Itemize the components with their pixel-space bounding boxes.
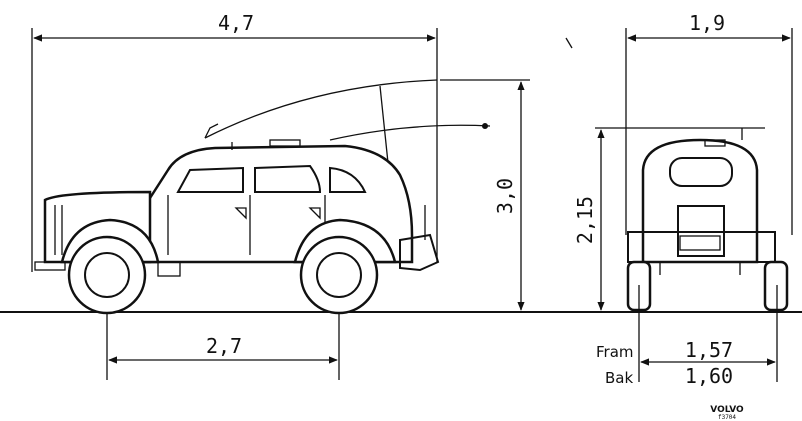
height-front-label: 2,15 [573, 196, 597, 244]
logo-brand: VOLVO [710, 405, 744, 415]
car-front-body [627, 128, 776, 275]
volvo-logo: VOLVO f3704 [710, 405, 744, 421]
front-wheel [67, 235, 147, 315]
track-front-label: 1,57 [685, 338, 733, 362]
rear-wheel [299, 235, 379, 315]
track-rear-caption: Bak [605, 369, 633, 387]
logo-code: f3704 [718, 414, 736, 421]
height-label: 3,0 [493, 178, 517, 214]
length-label: 4,7 [218, 11, 254, 35]
side-view: 4,7 3,0 2,7 [31, 11, 530, 380]
front-view: 1,9 2,15 Fram 1,57 Bak 1,60 [573, 11, 793, 388]
width-label: 1,9 [689, 11, 725, 35]
track-rear-label: 1,60 [685, 364, 733, 388]
front-view-right-wheel [763, 260, 789, 312]
antenna [204, 79, 438, 139]
wheelbase-label: 2,7 [206, 334, 242, 358]
track-front-caption: Fram [596, 343, 634, 361]
